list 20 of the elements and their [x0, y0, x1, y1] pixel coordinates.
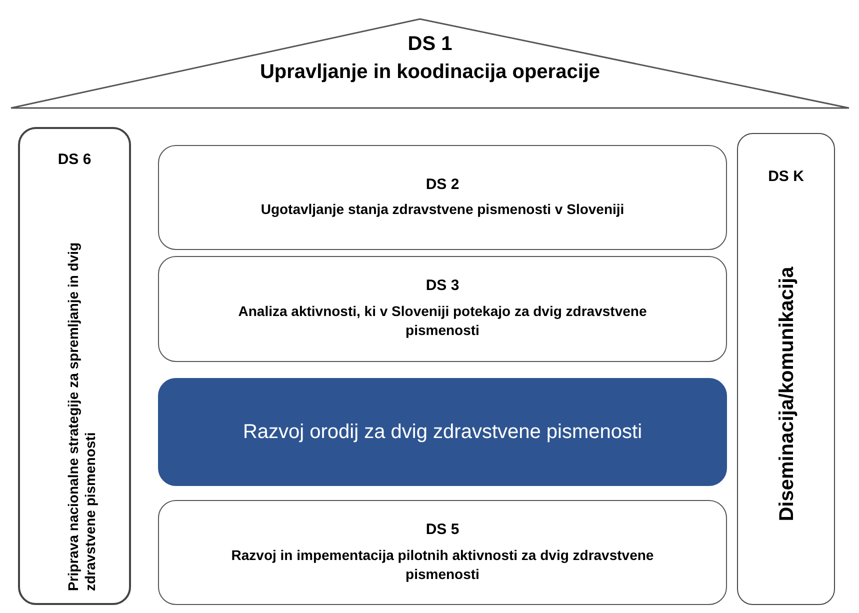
heading: DS 5	[426, 520, 460, 540]
task-box	[158, 500, 727, 605]
box-text: Razvoj orodij za dvig zdravstvene pismenosti	[242, 420, 642, 444]
heading: DS K	[767, 167, 805, 187]
heading: DS 1	[408, 34, 452, 54]
side-box	[18, 127, 131, 605]
vertical-text: Diseminacija/komunikacija	[777, 266, 797, 522]
task-box	[158, 378, 727, 486]
description: Ugotavljanje stanja zdravstvene pismenosti v Sloveniji	[260, 200, 624, 220]
side-box	[737, 133, 835, 605]
heading: DS 3	[426, 277, 460, 296]
task-box	[158, 145, 727, 250]
roof-shape	[10, 18, 850, 110]
heading: DS 2	[426, 176, 460, 194]
heading: Upravljanje in koodinacija operacije	[260, 62, 600, 82]
description: Razvoj in impementacija pilotnih aktivnosti za dvig zdravstvene pismenosti	[230, 546, 655, 584]
vertical-text: Priprava nacionalne strategije za spremljanje in dvig zdravstvene pismenosti	[64, 241, 99, 591]
description: Analiza aktivnosti, ki v Sloveniji potekajo za dvig zdravstvene pismenosti	[237, 302, 648, 340]
heading: DS 6	[56, 150, 92, 170]
task-box	[158, 256, 727, 362]
